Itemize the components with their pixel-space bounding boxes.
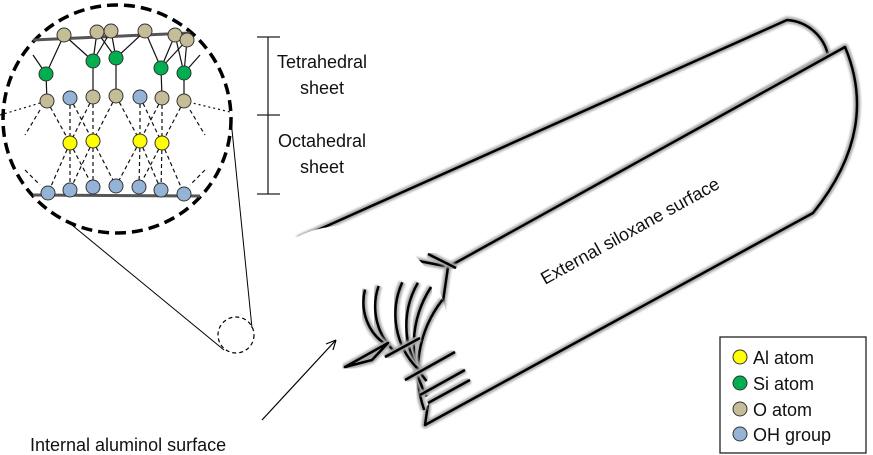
legend-label: O atom (753, 400, 812, 420)
si-atom (108, 50, 124, 66)
si-atom (38, 66, 54, 82)
oh-group (62, 90, 78, 106)
o-atom (176, 93, 192, 109)
oh-group (62, 182, 78, 198)
tube-edge (427, 378, 471, 405)
sheet-scale-bar (257, 36, 280, 195)
tetrahedral-label: Tetrahedral (277, 52, 367, 72)
al-atom-icon (732, 349, 748, 365)
legend-item-al: Al atom (732, 348, 814, 368)
legend-label: Si atom (753, 374, 814, 394)
o-atom (85, 89, 101, 105)
octahedral-label: Octahedral (278, 131, 366, 151)
o-atom (179, 32, 195, 48)
internal-surface-arrow (261, 339, 337, 421)
tube-edge (362, 289, 388, 346)
legend: Al atom Si atom O atom OH group (719, 336, 867, 454)
oh-group (85, 179, 101, 195)
o-atom-icon (732, 401, 748, 417)
nanotube (237, 16, 861, 450)
legend-item-oh: OH group (732, 425, 831, 445)
zoom-region-circle (217, 316, 255, 354)
o-atom (89, 24, 105, 40)
zoom-connector-line (230, 119, 253, 329)
internal-surface-label: Internal aluminol surface (30, 435, 226, 455)
o-atom (103, 23, 119, 39)
tube-edge (419, 368, 466, 397)
al-atom (85, 133, 101, 149)
legend-label: Al atom (753, 348, 814, 368)
si-atom (153, 60, 169, 76)
o-atom (154, 90, 170, 106)
al-atom (62, 135, 78, 151)
legend-item-si: Si atom (732, 374, 814, 394)
si-atom-icon (732, 375, 748, 391)
o-atom (108, 88, 124, 104)
tube-edge (343, 341, 390, 369)
legend-label: OH group (753, 425, 831, 445)
tube-edge (427, 252, 457, 270)
structure-inset (0, 3, 233, 235)
al-atom (154, 135, 170, 151)
oh-group (132, 89, 148, 105)
oh-group (153, 182, 169, 198)
oh-group (108, 178, 124, 194)
tube-edge (404, 350, 456, 382)
oh-group-icon (732, 426, 748, 442)
legend-item-o: O atom (732, 400, 812, 420)
tetrahedral-label: sheet (300, 78, 344, 98)
tube-edge (423, 45, 859, 427)
oh-group (131, 179, 147, 195)
o-atom (137, 23, 153, 39)
oh-group (40, 185, 56, 201)
tube-edge (416, 298, 444, 411)
al-atom (132, 133, 148, 149)
o-atom (39, 93, 55, 109)
octahedral-label: sheet (300, 157, 344, 177)
tube-edge (394, 281, 418, 369)
o-atom (56, 27, 72, 43)
arrow-head-icon (325, 339, 337, 351)
si-atom (85, 53, 101, 69)
si-atom (176, 65, 192, 81)
tube-edge (373, 285, 397, 354)
oh-group (176, 186, 192, 202)
tube-edge (384, 336, 421, 359)
